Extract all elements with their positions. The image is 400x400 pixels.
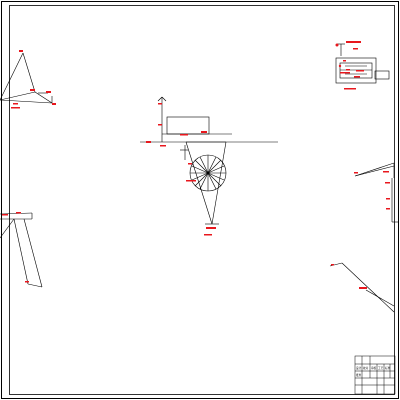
title-block [354,355,396,395]
title-cell-1: 设计 [356,366,362,370]
view-top-left-annotations [11,50,56,109]
view-bottom-left-annotations [2,212,29,283]
title-cell-5: 标准 [385,366,391,370]
title-cell-3: 审核 [371,366,377,370]
view-bottom-left [0,212,43,288]
title-block-labels: 设计 校对 审核 工艺 标准 批准 [356,366,391,377]
inner-border [9,5,395,395]
view-center-annotations [146,103,216,236]
title-cell-2: 校对 [363,366,369,370]
title-cell-4: 工艺 [378,366,384,370]
view-top-right [335,43,390,84]
view-right-middle [354,162,398,223]
view-bottom-right-annotations [331,264,367,289]
title-cell-6: 批准 [356,373,362,377]
view-top-left [0,52,53,104]
view-right-middle-annotations [354,171,390,210]
view-top-right-annotations [335,41,364,90]
view-center [140,96,278,225]
